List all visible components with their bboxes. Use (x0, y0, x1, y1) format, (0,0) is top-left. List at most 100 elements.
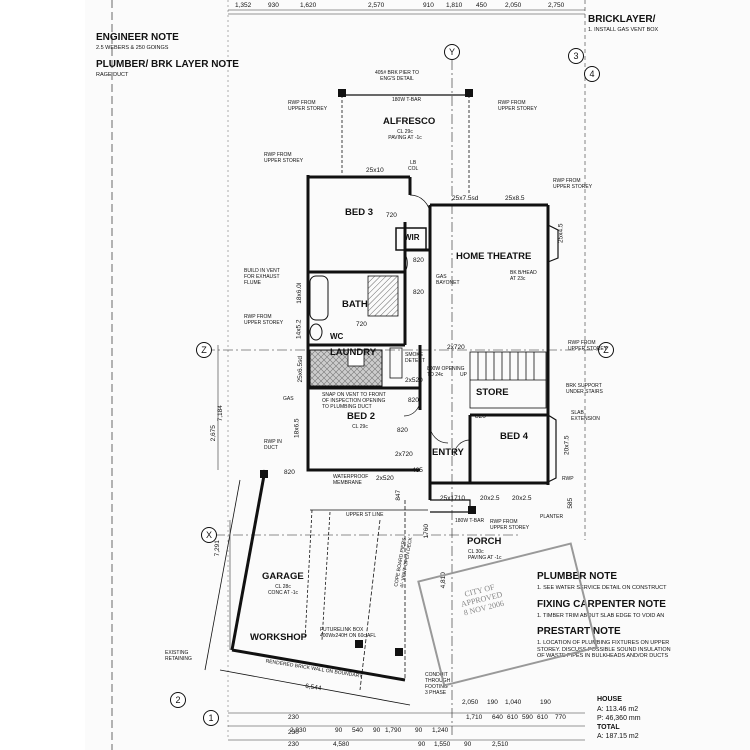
top-dim-3: 2,570 (368, 2, 385, 9)
annotation-tbar-alfresco: 180W T-BAR (392, 97, 422, 103)
bottom-dim-r0-2: 1,040 (505, 699, 522, 706)
dim-25x1710: 25x1710 (440, 495, 465, 502)
annotation-rwp-6: RWP FROM UPPER STOREY (568, 340, 608, 352)
room-garage-sub: CL 28c CONC AT -1c (267, 584, 299, 596)
bricklayer-note-body: 1. INSTALL GAS VENT BOX (588, 27, 659, 33)
prestart-note-title: PRESTART NOTE (537, 626, 621, 637)
top-dim-6: 450 (476, 2, 487, 9)
bottom-dim-r1-6: 1,240 (432, 727, 449, 734)
annotation-planter: PLANTER (540, 514, 564, 520)
drawing-sheet (85, 0, 750, 750)
dim-14x5: 14x5.2 (295, 319, 303, 340)
top-dim-2: 1,620 (300, 2, 317, 9)
total-area-label: TOTAL (597, 724, 620, 731)
bottom-dim-r3-4: 2,510 (492, 741, 509, 748)
fixing-note-body: 1. TIMBER TRIM ABOUT SLAB EDGE TO VOID A… (537, 613, 665, 619)
annotation-conduit: CONDUIT THROUGH FOOTING 3 PHASE (425, 672, 451, 696)
annotation-rwp-duct: RWP IN DUCT (264, 439, 282, 451)
top-dim-4: 910 (423, 2, 434, 9)
dim-585: 585 (567, 497, 575, 509)
approval-stamp-text: CITY OF APPROVED 8 NOV 2006 (460, 582, 505, 618)
dim-25x10: 25x10 (366, 167, 384, 174)
dim-20x75: 20x7.5 (563, 435, 571, 456)
room-bed4: BED 4 (500, 431, 528, 442)
room-bed2: BED 2 (347, 411, 375, 422)
plumber-brk-note-title: PLUMBER/ BRK LAYER NOTE (96, 59, 239, 70)
room-laundry: LAUNDRY (330, 347, 377, 358)
grid-marker-1: 1 (203, 710, 219, 726)
bottom-dim-r3-1: 90 (418, 741, 426, 748)
grid-marker-z-right: Z (598, 342, 614, 358)
bottom-dim-r2-0: 1,710 (466, 714, 483, 721)
bottom-dim-r2-3: 590 (522, 714, 533, 721)
annotation-snap-vent: SNAP ON VENT TO FRONT OF INSPECTION OPEN… (322, 392, 386, 410)
room-bed2-sub: CL 29c (352, 424, 368, 430)
grid-marker-2: 2 (170, 692, 186, 708)
annotation-rwp-5: RWP FROM UPPER STOREY (244, 314, 284, 326)
bricklayer-note-title: BRICKLAYER/ (588, 14, 656, 25)
dim-2x520b: 2x520 (376, 475, 394, 482)
annotation-up: UP (460, 372, 467, 378)
bottom-dim-left-1: 230 (288, 729, 299, 736)
bottom-dim-r0-1: 190 (487, 699, 498, 706)
bottom-dim-r1-0: 2,930 (290, 727, 307, 734)
engineer-note-body: 2.5 WEBERS & 250 GOINGS (96, 45, 169, 51)
room-wc: WC (330, 332, 344, 341)
annotation-brk-pier: 405# BRK PIER TO ENG'S DETAIL (375, 70, 420, 82)
bottom-dim-r1-5: 90 (415, 727, 423, 734)
annotation-opening: 800W OPENING TO 24c (427, 366, 465, 378)
bottom-dim-r2-4: 610 (537, 714, 548, 721)
dim-25x45: 25x4.5 (557, 223, 565, 244)
dim-18x6: 18x6.0l (296, 282, 304, 304)
dim-465: 465 (412, 467, 423, 474)
dim-720a: 720 (386, 212, 397, 219)
bottom-dim-r0-0: 2,050 (462, 699, 479, 706)
bottom-dim-r3-2: 1,550 (434, 741, 451, 748)
bottom-dim-r3-3: 90 (464, 741, 472, 748)
annotation-brk-support: BRK SUPPORT UNDER STAIRS (566, 383, 603, 395)
dim-20x25a: 20x2.5 (480, 495, 500, 502)
plumber-note-body: 1. SEE WATER SERVICE DETAIL ON CONSTRUCT (537, 585, 667, 591)
annotation-slab-ext: SLAB EXTENSION (571, 410, 600, 422)
fixing-note-title: FIXING CARPENTER NOTE (537, 599, 666, 610)
dim-18x65: 18x6.5 (293, 418, 301, 439)
dim-25x7: 25x7.5sd (452, 195, 479, 202)
bottom-dim-r2-5: 770 (555, 714, 566, 721)
annotation-bk-bhead: BK B/HEAD AT 23c (510, 270, 537, 282)
room-alfresco-sub: CL 29c PAVING AT -1c (388, 129, 422, 141)
bottom-dim-r2-1: 640 (492, 714, 503, 721)
annotation-rwp-1: RWP FROM UPPER STOREY (288, 100, 328, 112)
annotation-rwp-8: RWP FROM UPPER STOREY (490, 519, 530, 531)
annotation-lb-col: LB COL (408, 160, 419, 172)
top-dim-1: 930 (268, 2, 279, 9)
annotation-rwp-2: RWP FROM UPPER STOREY (498, 100, 538, 112)
bottom-dim-r2-2: 610 (507, 714, 518, 721)
dim-20x25b: 20x2.5 (512, 495, 532, 502)
annotation-rwp-7: RWP (562, 476, 574, 482)
annotation-retaining: EXISTING RETAINING (165, 650, 192, 662)
annotation-waterproof: WATERPROOF MEMBRANE (333, 474, 369, 486)
house-perimeter-value: P: 46,360 mm (597, 715, 641, 722)
room-home-theatre: HOME THEATRE (456, 251, 532, 262)
bottom-dim-r1-4: 1,790 (385, 727, 402, 734)
bottom-dim-r0-3: 190 (540, 699, 551, 706)
room-bed3: BED 3 (345, 207, 373, 218)
annotation-rwp-3: RWP FROM UPPER STOREY (264, 152, 304, 164)
top-dim-7: 2,050 (505, 2, 522, 9)
dim-2x720: 2x720 (447, 344, 465, 351)
dim-7184: 7,184 (216, 405, 224, 422)
dim-25x85: 25x8.5 (505, 195, 525, 202)
total-area-value: A: 187.15 m2 (597, 733, 639, 740)
grid-marker-z-left: Z (196, 342, 212, 358)
bottom-dim-r1-1: 90 (335, 727, 343, 734)
top-dim-8: 2,750 (548, 2, 565, 9)
plumber-brk-note-body: RAGE DUCT (96, 72, 129, 78)
annotation-gas: GAS (283, 396, 294, 402)
dim-2x520: 2x520 (405, 377, 423, 384)
grid-marker-3: 3 (568, 48, 584, 64)
grid-marker-y-top: Y (444, 44, 460, 60)
dim-820e: 820 (397, 427, 408, 434)
dim-820a: 820 (413, 257, 424, 264)
dim-1760: 1760 (422, 524, 430, 539)
